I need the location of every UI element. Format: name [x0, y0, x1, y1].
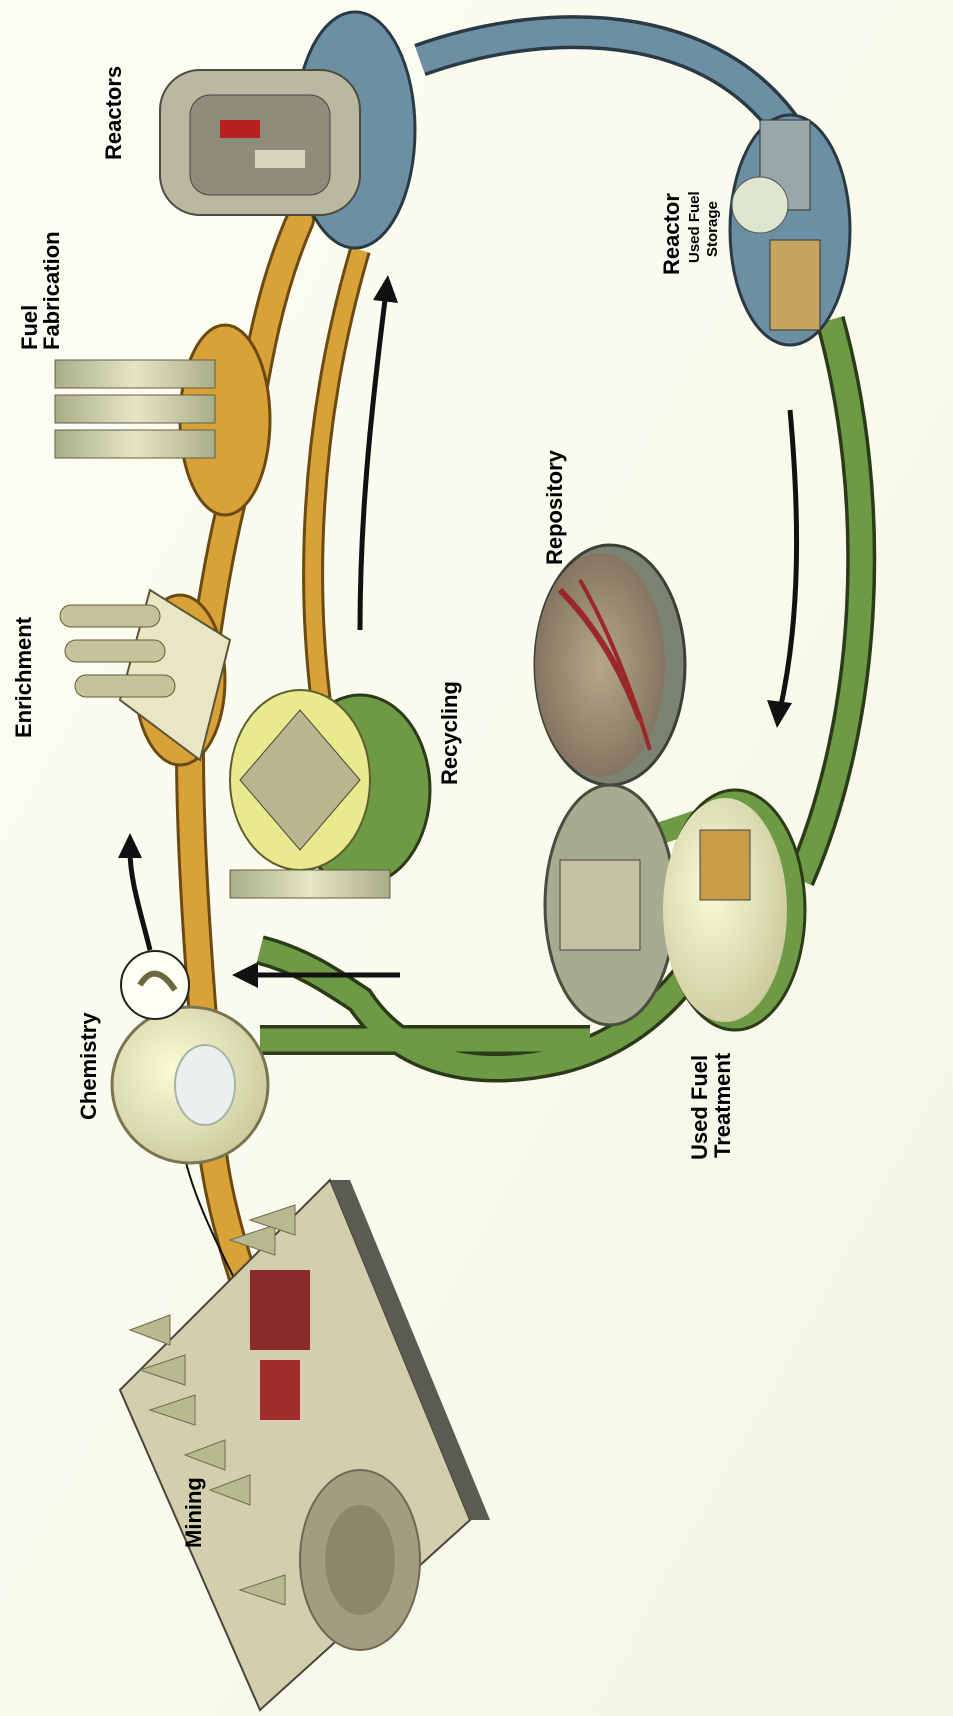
reactors-label: Reactors — [102, 66, 126, 160]
chemistry-label: Chemistry — [77, 1012, 101, 1120]
repository-node — [535, 545, 685, 785]
mining-label: Mining — [182, 1477, 206, 1548]
repository-label: Repository — [543, 450, 567, 565]
enrichment-label: Enrichment — [12, 617, 36, 738]
reactor-storage-node — [730, 115, 850, 345]
reactor-storage-label-line2: Used Fuel — [686, 191, 703, 263]
used-fuel-treatment-label-line1: Used Fuel — [688, 1055, 712, 1160]
fuel-fabrication-label-line2: Fabrication — [40, 231, 64, 350]
reactor-storage-label-line1: Reactor — [660, 193, 684, 275]
recycling-label: Recycling — [438, 681, 462, 785]
reactor-storage-label-line3: Storage — [704, 201, 721, 257]
used-fuel-treatment-label-line2: Treatment — [711, 1053, 735, 1158]
